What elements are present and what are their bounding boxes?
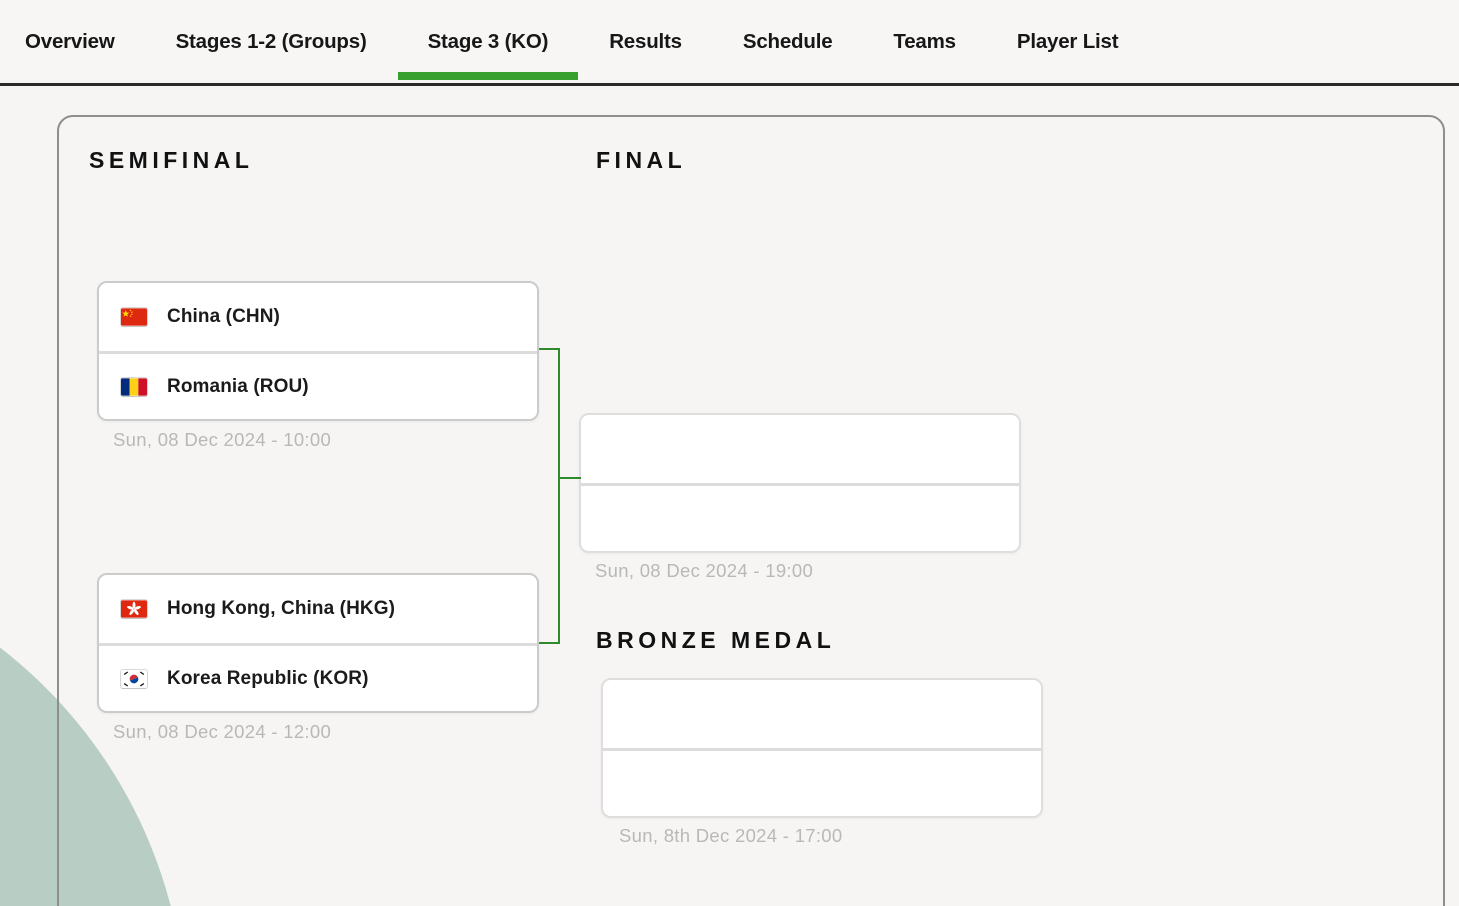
final-slot-2 [581, 483, 1019, 551]
bronze-slot-2 [603, 748, 1041, 816]
flag-rou-icon [121, 377, 147, 396]
connector-to-final [558, 477, 581, 479]
bronze-slot-1 [603, 680, 1041, 748]
team-row-hong-kong[interactable]: Hong Kong, China (HKG) [99, 575, 537, 643]
final-datetime: Sun, 08 Dec 2024 - 19:00 [595, 560, 814, 581]
tab-stage-3-ko[interactable]: Stage 3 (KO) [397, 0, 578, 85]
tab-overview[interactable]: Overview [25, 29, 115, 53]
team-name: Hong Kong, China (HKG) [167, 598, 396, 619]
tab-player-list[interactable]: Player List [1016, 29, 1119, 53]
tab-teams[interactable]: Teams [893, 29, 956, 53]
bronze-medal-heading: BRONZE MEDAL [596, 627, 836, 653]
flag-hkg-icon [121, 600, 147, 618]
semifinal-1-datetime: Sun, 08 Dec 2024 - 10:00 [113, 429, 332, 450]
flag-kor-icon [121, 669, 147, 688]
bronze-datetime: Sun, 8th Dec 2024 - 17:00 [619, 825, 843, 846]
team-name: Korea Republic (KOR) [167, 667, 369, 689]
semifinal-1-match-box[interactable]: China (CHN) Romania (ROU) [97, 281, 539, 421]
tab-stages-1-2[interactable]: Stages 1-2 (Groups) [175, 29, 367, 53]
team-name: Romania (ROU) [167, 375, 309, 397]
main-tab-bar: Overview Stages 1-2 (Groups) Stage 3 (KO… [0, 0, 1459, 86]
knockout-bracket-card: SEMIFINAL FINAL BRONZE MEDAL China (CHN) [57, 115, 1445, 906]
team-row-china[interactable]: China (CHN) [99, 283, 537, 351]
semifinal-2-datetime: Sun, 08 Dec 2024 - 12:00 [113, 721, 332, 742]
semifinal-2-match-box[interactable]: Hong Kong, China (HKG) [97, 573, 539, 713]
flag-chn-icon [121, 308, 147, 326]
connector-semifinal-2 [539, 642, 560, 644]
semifinal-heading: SEMIFINAL [89, 147, 254, 173]
final-match-box[interactable] [579, 413, 1021, 553]
tab-schedule[interactable]: Schedule [742, 29, 833, 53]
team-name: China (CHN) [167, 306, 280, 327]
team-row-korea[interactable]: Korea Republic (KOR) [99, 643, 537, 711]
team-row-romania[interactable]: Romania (ROU) [99, 351, 537, 419]
bronze-medal-match-box[interactable] [601, 678, 1043, 818]
connector-semifinal-1 [539, 348, 560, 350]
connector-vertical [558, 348, 560, 644]
final-slot-1 [581, 415, 1019, 483]
final-heading: FINAL [596, 147, 687, 173]
tab-results[interactable]: Results [609, 29, 682, 53]
